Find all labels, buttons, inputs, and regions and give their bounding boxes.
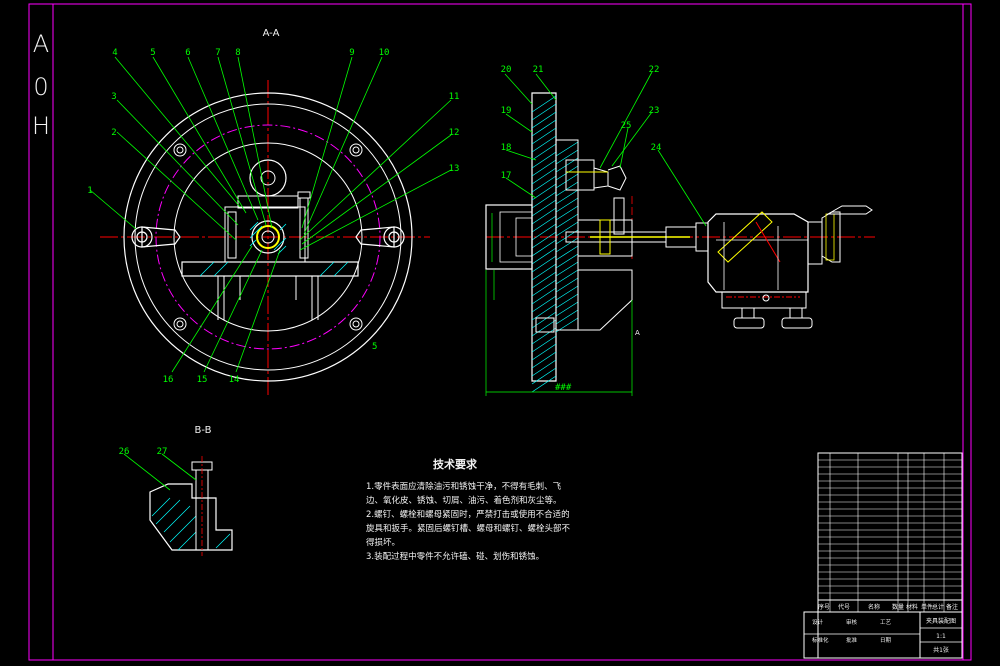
part-balloon: 14 — [229, 375, 240, 385]
part-balloon: 1 — [87, 186, 92, 196]
part-balloon: 20 — [501, 65, 512, 75]
indexing-head-view — [707, 205, 873, 329]
tech-req-line: 1.零件表面应清除油污和锈蚀干净，不得有毛刺、飞 — [366, 481, 562, 492]
part-balloon: 24 — [651, 143, 662, 153]
sheet-count: 共1张 — [933, 646, 949, 654]
drawing-name: 夹具装配图 — [926, 617, 956, 625]
sheet-size-char: 0 — [33, 73, 48, 101]
part-balloon: 11 — [449, 92, 460, 102]
tech-req-line: 边、氧化皮、锈蚀、切屑、油污、着色剂和灰尘等。 — [366, 495, 562, 506]
title-block-footer: 日期 — [880, 637, 892, 644]
title-block-header: 材料 — [906, 603, 918, 611]
title-block-footer: 审核 — [846, 618, 858, 626]
sheet-size-char: H — [32, 112, 50, 140]
title-block-header: 数量 — [892, 603, 904, 611]
part-balloon: 10 — [379, 48, 390, 58]
tech-req-line: 旋具和扳手。紧固后螺钉槽、螺母和螺钉、螺栓头部不 — [366, 523, 571, 534]
tech-req-title: 技术要求 — [433, 457, 478, 471]
part-balloon: 13 — [449, 164, 460, 174]
part-balloon: 6 — [185, 48, 190, 58]
title-block-header: 代号 — [838, 603, 850, 611]
part-balloon: 23 — [649, 106, 660, 116]
side-section-view: ### A 20 21 19 18 17 22 23 24 25 — [485, 65, 875, 396]
tech-req-line: 2.螺钉、螺栓和螺母紧固时，严禁打击或使用不合适的 — [366, 509, 570, 520]
part-balloon: 21 — [533, 65, 544, 75]
part-balloon: 4 — [112, 48, 117, 58]
svg-text:A: A — [635, 329, 640, 337]
part-balloon: 27 — [157, 447, 168, 457]
part-balloon: 16 — [163, 375, 174, 385]
part-balloon: 3 — [111, 92, 116, 102]
sheet-size-char: A — [33, 30, 49, 58]
title-block-header: 序号 — [818, 603, 830, 611]
part-balloon: 22 — [649, 65, 660, 75]
part-balloon: 8 — [235, 48, 240, 58]
title-block-header: 总计 — [932, 603, 944, 611]
title-block-footer: 标准化 — [812, 636, 829, 644]
part-balloon: 18 — [501, 143, 512, 153]
title-block-header: 备注 — [946, 603, 958, 611]
part-balloon: 12 — [449, 128, 460, 138]
part-balloon: 26 — [119, 447, 130, 457]
title-block-footer: 设计 — [812, 618, 824, 626]
part-balloon: 2 — [111, 128, 116, 138]
drawing-scale: 1:1 — [936, 633, 946, 640]
part-balloon: 15 — [197, 375, 208, 385]
part-balloon: 7 — [215, 48, 220, 58]
part-balloon: 9 — [349, 48, 354, 58]
title-block-header: 单件 — [921, 603, 933, 611]
title-block-footer: 批准 — [846, 636, 858, 644]
part-balloon: 5 — [150, 48, 155, 58]
title-block: 序号代号 名称 数量材料单件总计备注设计 审核 工艺标准化 批准 日期 夹具装配图 1:1 共1张 — [803, 452, 963, 659]
part-balloon: 19 — [501, 106, 512, 116]
sheet-border — [28, 3, 972, 661]
title-block-header: 名称 — [868, 603, 880, 611]
title-block-footer: 工艺 — [880, 619, 892, 626]
part-balloon: 25 — [621, 121, 632, 131]
technical-requirements: 技术要求 1.零件表面应清除油污和锈蚀干净，不得有毛刺、飞边、氧化皮、锈蚀、切屑… — [366, 457, 571, 562]
tech-req-line: 得损坏。 — [366, 537, 400, 548]
tech-req-line: 3.装配过程中零件不允许磕、碰、划伤和锈蚀。 — [366, 551, 544, 562]
svg-text:###: ### — [555, 383, 572, 393]
view-label-aa: A-A — [263, 28, 280, 39]
view-label-bb: B-B — [195, 425, 212, 436]
sheet-size-label: A 0 H — [32, 30, 50, 140]
section-bb-view: 26 27 — [119, 447, 233, 556]
svg-text:5: 5 — [372, 342, 377, 352]
part-balloon: 17 — [501, 171, 512, 181]
